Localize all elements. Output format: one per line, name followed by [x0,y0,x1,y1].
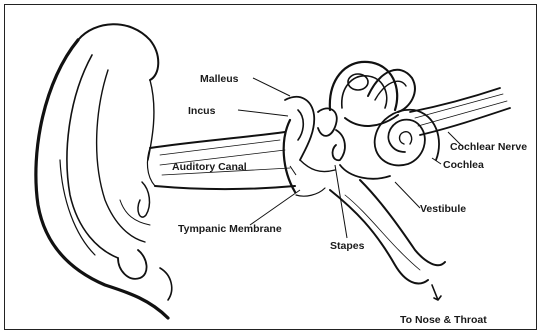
label-auditory-canal: Auditory Canal [172,161,247,173]
label-incus: Incus [188,105,216,117]
label-stapes: Stapes [330,240,365,252]
label-cochlear-nerve: Cochlear Nerve [450,141,527,153]
cochlea-drawing [375,110,439,166]
middle-ear-drawing [284,97,345,196]
cochlear-nerve-drawing [410,88,510,135]
outer-ear-drawing [36,24,172,318]
vestibule-drawing [330,165,445,300]
label-malleus: Malleus [200,73,239,85]
label-cochlea: Cochlea [443,159,484,171]
label-vestibule: Vestibule [420,203,466,215]
semicircular-canals-drawing [330,62,415,126]
label-tympanic-membrane: Tympanic Membrane [178,223,282,235]
label-to-nose-throat: To Nose & Throat [400,314,487,326]
